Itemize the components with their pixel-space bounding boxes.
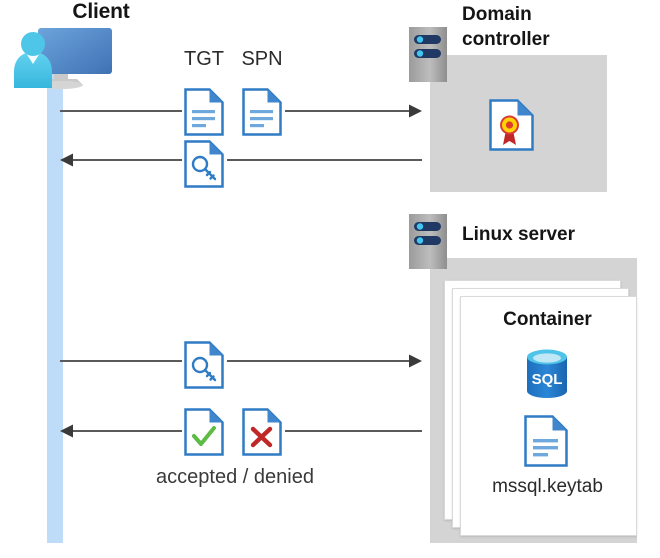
sql-label: SQL bbox=[532, 371, 563, 388]
verdict-label: accepted / denied bbox=[156, 466, 314, 488]
cross-document-icon bbox=[242, 408, 282, 456]
keytab-filename-label: mssql.keytab bbox=[492, 476, 603, 497]
spn-label: SPN bbox=[241, 48, 283, 70]
domain-controller-title-line2: controller bbox=[462, 29, 550, 50]
document-icon bbox=[242, 88, 282, 136]
server-rack-icon bbox=[409, 214, 447, 269]
container-title: Container bbox=[503, 309, 592, 330]
client-lifeline bbox=[47, 62, 63, 543]
arrow-client-to-linux-request bbox=[60, 354, 422, 368]
arrow-client-to-dc-request bbox=[60, 104, 422, 118]
document-icon bbox=[184, 88, 224, 136]
key-document-icon bbox=[184, 140, 224, 188]
domain-controller-title: Domain controller bbox=[462, 2, 652, 52]
key-document-icon bbox=[184, 341, 224, 389]
client-workstation-user-icon bbox=[14, 28, 112, 89]
linux-server-title: Linux server bbox=[462, 224, 575, 245]
arrow-dc-to-client-ticket bbox=[60, 153, 422, 167]
domain-controller-title-line1: Domain bbox=[462, 4, 532, 25]
arrow-linux-to-client-response bbox=[60, 424, 422, 438]
document-icon bbox=[524, 415, 568, 467]
server-rack-icon bbox=[409, 27, 447, 82]
certificate-document-icon bbox=[489, 99, 534, 151]
sql-database-icon: SQL bbox=[527, 349, 567, 398]
check-document-icon bbox=[184, 408, 224, 456]
client-title: Client bbox=[72, 0, 130, 23]
tgt-label: TGT bbox=[184, 48, 224, 70]
